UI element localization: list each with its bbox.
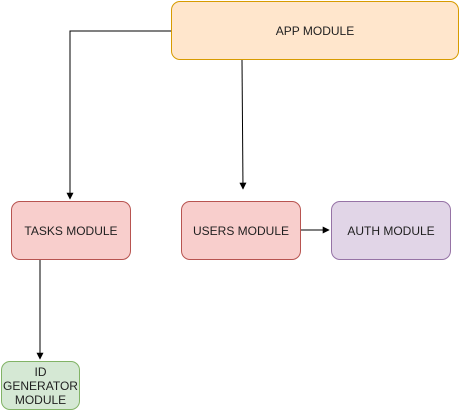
users-module-label: USERS MODULE: [192, 223, 290, 238]
auth-module-node[interactable]: AUTH MODULE: [331, 201, 451, 260]
id-generator-module-node[interactable]: ID GENERATOR MODULE: [1, 361, 80, 410]
edge-app-to-users: [239, 59, 247, 190]
tasks-module-label: TASKS MODULE: [24, 223, 118, 238]
app-module-label: APP MODULE: [275, 23, 355, 38]
app-module-node[interactable]: APP MODULE: [171, 1, 459, 60]
users-module-node[interactable]: USERS MODULE: [181, 201, 301, 260]
tasks-module-node[interactable]: TASKS MODULE: [11, 201, 131, 260]
edge-app-to-tasks: [66, 30, 171, 200]
auth-module-label: AUTH MODULE: [347, 223, 435, 238]
id-generator-module-label: ID GENERATOR MODULE: [3, 364, 78, 407]
